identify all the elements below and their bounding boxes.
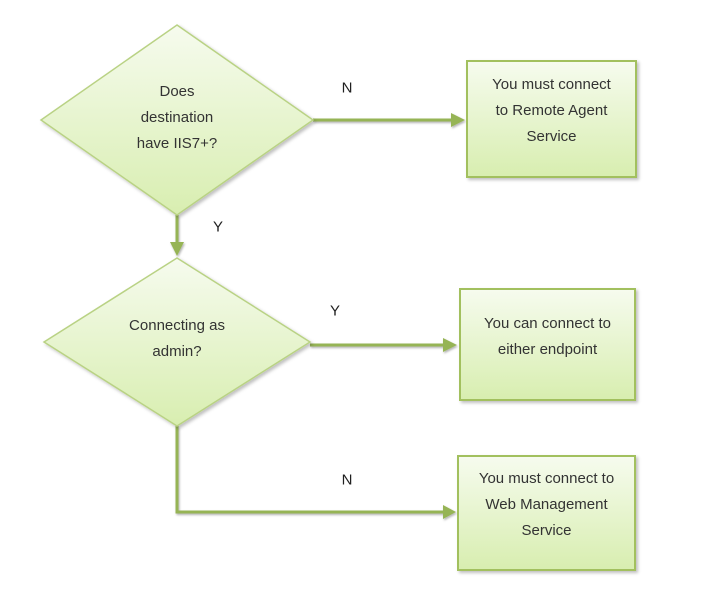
result-line: Service <box>526 128 577 145</box>
result-line: You can connect to <box>483 314 612 332</box>
connector-layer <box>170 113 465 519</box>
edge-label-no-top: N <box>341 79 353 97</box>
edge-label-no-bottom: N <box>341 471 353 489</box>
decision-line: admin? <box>152 343 202 360</box>
result-box-web-management: You must connect to Web Management Servi… <box>457 455 636 571</box>
edge-label-yes-mid: Y <box>212 218 224 236</box>
decision-line: destination <box>140 109 214 126</box>
result-line: You must connect to <box>478 470 615 487</box>
decision-line: have IIS7+? <box>136 135 218 152</box>
arrowhead-iis7-no <box>451 113 465 127</box>
connector-admin-no <box>175 426 444 514</box>
decision-destination-iis7-label: Does destination have IIS7+? <box>67 79 287 157</box>
arrowhead-admin-yes <box>443 338 457 352</box>
decision-line: Does <box>159 83 195 100</box>
arrowhead-admin-no <box>443 505 456 519</box>
result-line: You must connect <box>492 76 611 93</box>
decision-connecting-admin-label: Connecting as admin? <box>67 313 287 365</box>
result-line: Service <box>521 522 572 539</box>
decision-connecting-admin <box>42 257 312 427</box>
decision-line: Connecting as <box>129 317 225 334</box>
result-line: Web Management <box>485 496 608 513</box>
result-line: either endpoint <box>497 340 598 358</box>
result-line: to Remote Agent <box>495 102 608 119</box>
arrowhead-iis7-yes <box>170 242 184 256</box>
edge-label-yes-right: Y <box>329 302 341 320</box>
decision-destination-iis7 <box>39 24 315 216</box>
result-box-remote-agent: You must connect to Remote Agent Service <box>466 60 637 178</box>
result-box-either-endpoint: You can connect to either endpoint <box>459 288 636 401</box>
